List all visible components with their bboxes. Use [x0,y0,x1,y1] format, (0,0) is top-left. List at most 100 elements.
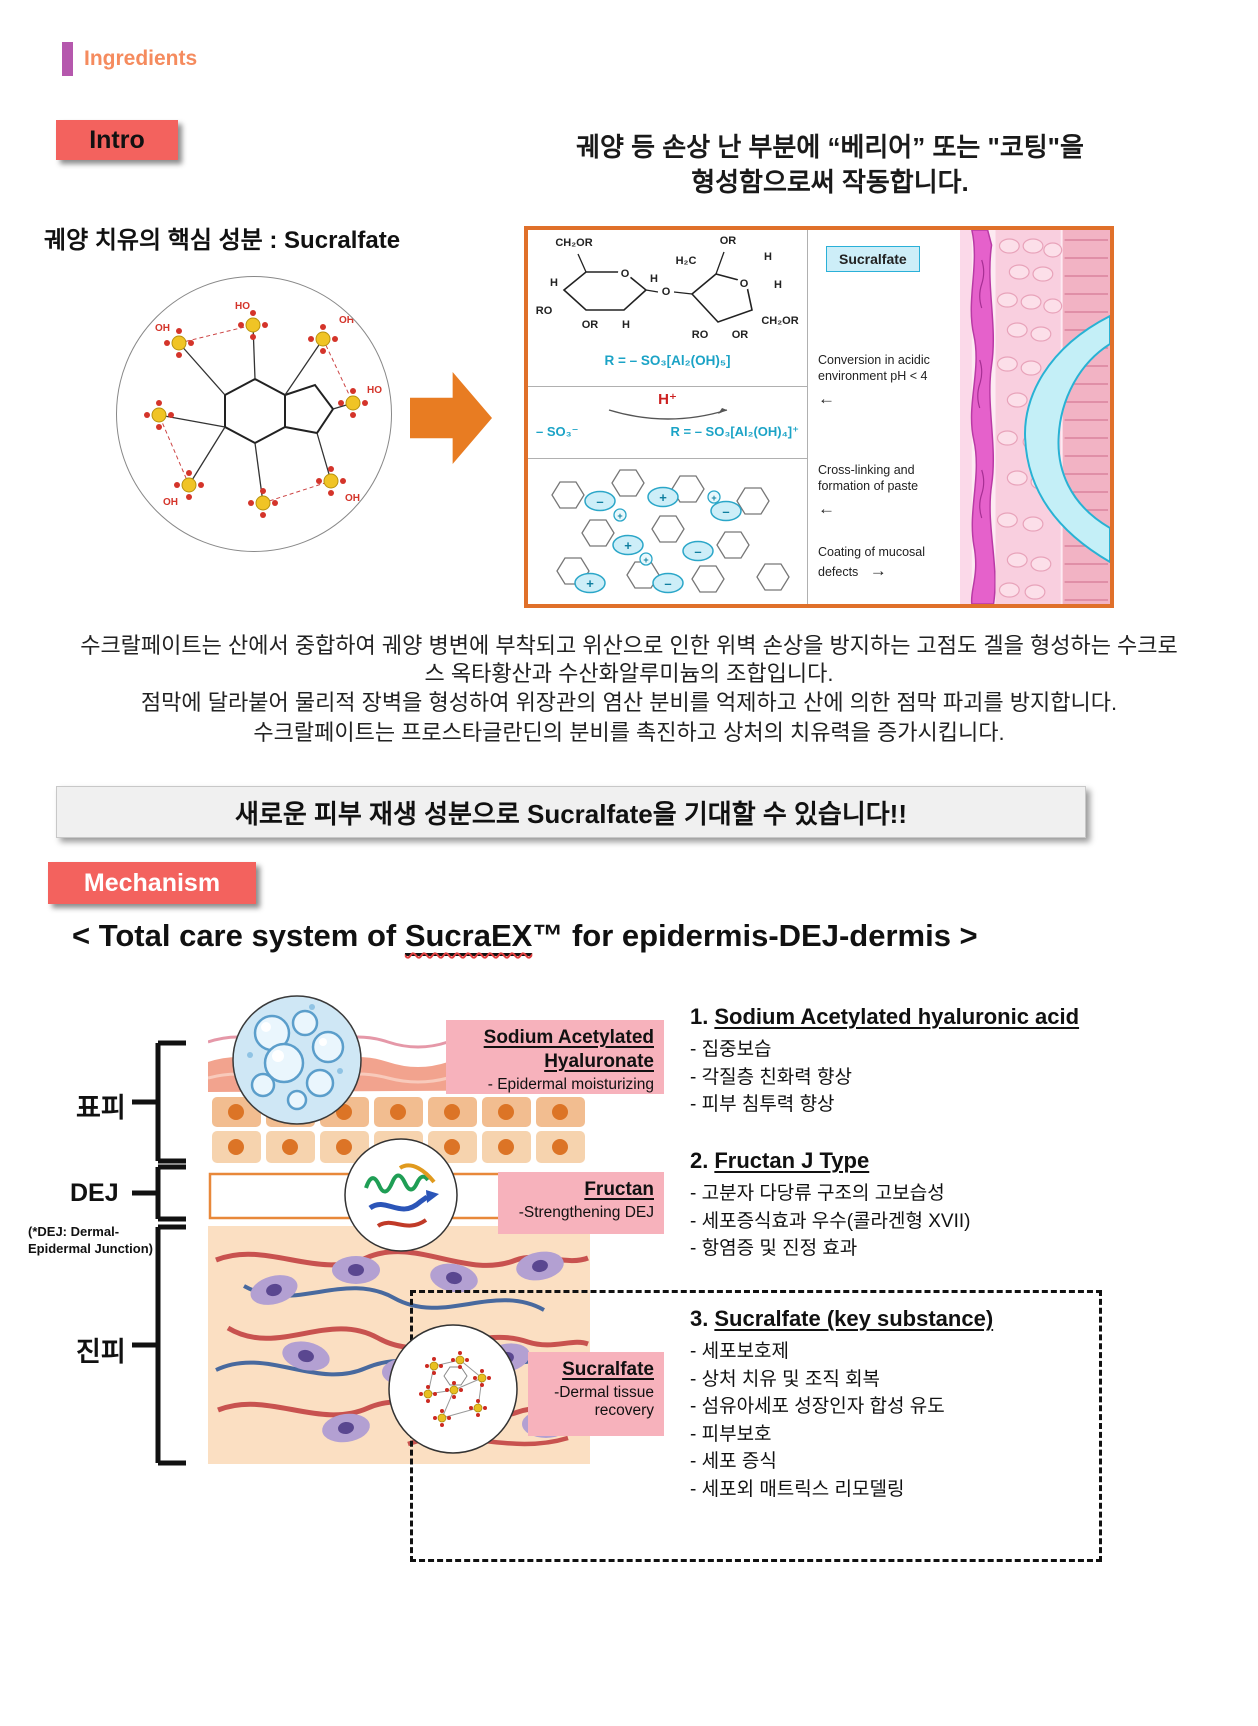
bracket-dej [132,1164,186,1222]
detail-item: - 피부보호 [690,1423,772,1445]
charge-label: + [711,493,716,503]
right-arrow-icon: → [869,561,887,581]
chem-label: CH₂OR [555,237,592,249]
intro-summary-text: 궤양 등 손상 난 부분에 “베리어” 또는 "코팅"을 형성함으로써 작동합니… [520,130,1140,200]
key-ingredient-label: 궤양 치유의 핵심 성분 : Sucralfate [44,227,401,254]
left-arrow-icon: ← [818,388,835,408]
chem-label: RO [692,329,709,341]
annotation-coating: Coating of mucosal defects → [818,545,926,581]
annotation-panel: Sucralfate Conversion in acidic environm… [808,230,960,604]
intro-badge: Intro [56,120,178,160]
oh-label: OH [163,497,178,508]
detail-item: - 세포증식효과 우수(콜라겐형 XVII) [690,1210,971,1232]
oh-label: OH [345,493,360,504]
charge-label: – [694,544,701,559]
detail-item: - 세포외 매트릭스 리모델링 [690,1478,905,1500]
chem-label: H [650,273,658,285]
flow-arrow-icon [410,372,492,464]
chem-label: H [774,279,782,291]
detail-item: - 상처 치유 및 조직 회복 [690,1368,881,1390]
chem-label: OR [732,329,749,341]
charge-label: – [664,576,671,591]
detail-item: - 세포보호제 [690,1341,790,1362]
header-title: Ingredients [84,47,198,70]
description-paragraph-1: 수크랄페이트는 산에서 중합하여 궤양 병변에 부착되고 위산으로 인한 위벽 … [80,633,1178,686]
detail-item: - 세포 증식 [690,1451,777,1473]
header-accent-bar [62,42,73,76]
layer-label-epidermis: 표피 [76,1093,126,1123]
layer-label-dermis: 진피 [76,1337,126,1367]
chem-label: RO [536,305,553,317]
layer-label-dej: DEJ [70,1179,119,1207]
highlight-banner: 새로운 피부 재생 성분으로 Sucralfate을 기대할 수 있습니다!! [56,786,1086,838]
oh-label: OH [155,323,170,334]
chem-label: OR [582,319,599,331]
mechanism-title: < Total care system of SucraEX™ for epid… [72,918,1202,956]
intro-summary-line2: 형성함으로써 작동합니다. [691,167,969,198]
sucrose-structure-panel: CH₂OR H O H RO OR H O H₂C OR O H RO OR [528,230,807,388]
intro-summary-line1: 궤양 등 손상 난 부분에 “베리어” 또는 "코팅"을 [576,132,1084,162]
detail-item: - 각질층 친화력 향상 [690,1066,853,1088]
polymer-network-illustration: – + – + – + – + + + [551,469,790,594]
detail-hyaluronate: 1.Sodium Acetylated hyaluronic acid - 집중… [690,1004,1160,1119]
annotation-crosslinking: Cross-linking and formation of paste ← [818,462,948,520]
detail-sucralfate: 3.Sucralfate (key substance) - 세포보호제 - 상… [690,1306,1160,1503]
chem-label: H₂C [676,255,697,267]
reaction-formulas: – SO₃⁻ R = – SO₃[Al₂(OH)₄]⁺ [528,424,807,440]
sucralfate-image [386,1322,520,1456]
brand-name: SucraEX [404,918,533,956]
charge-label: + [586,576,594,591]
mechanism-badge: Mechanism [48,862,256,904]
so3-minus-label: – SO₃⁻ [536,424,579,440]
charge-label: + [624,538,632,553]
detail-item: - 피부 침투력 향상 [690,1094,835,1116]
sucralfate-chip: Sucralfate [826,246,920,272]
detail-item: - 집중보습 [690,1039,772,1060]
detail-item: - 섬유아세포 성장인자 합성 유도 [690,1396,945,1418]
fructan-image [342,1136,460,1254]
molecule-structure-illustration: OH HO OH HO OH OH [144,301,382,518]
oh-label: OH [339,315,354,326]
label-fructan: Fructan -Strengthening DEJ [498,1172,664,1234]
detail-item: - 고분자 다당류 구조의 고보습성 [690,1183,945,1204]
chem-label: O [662,286,671,298]
chem-label: H [622,319,630,331]
charge-label: + [659,490,667,505]
detail-fructan: 2.Fructan J Type - 고분자 다당류 구조의 고보습성 - 세포… [690,1148,1160,1263]
chem-label: H [550,277,558,289]
sucrose-ring-illustration: CH₂OR H O H RO OR H O H₂C OR O H RO OR [536,235,799,341]
left-arrow-icon: ← [818,498,835,518]
chem-label: H [764,251,772,263]
bracket-dermis [132,1224,186,1466]
chem-label: O [740,278,749,290]
description-paragraph-2: 점막에 달라붙어 물리적 장벽을 형성하여 위장관의 염산 분비를 억제하고 산… [140,690,1118,715]
chem-label: O [621,268,630,280]
hyaluronate-image [230,993,364,1127]
description-paragraph-3: 수크랄페이트는 프로스타글란딘의 분비를 촉진하고 상처의 치유력을 증가시킵니… [253,719,1005,745]
acid-reaction-panel: H⁺ – SO₃⁻ R = – SO₃[Al₂(OH)₄]⁺ [528,387,807,459]
dej-footnote: (*DEJ: Dermal- Epidermal Junction) [28,1224,153,1256]
label-hyaluronate: Sodium Acetylated Hyaluronate - Epiderma… [446,1020,664,1094]
charge-label: – [722,504,729,519]
annotation-conversion: Conversion in acidic environment pH < 4 … [818,352,948,410]
sucralfate-mechanism-diagram: CH₂OR H O H RO OR H O H₂C OR O H RO OR [524,226,1114,608]
sulfate-formula-label: R = – SO₃[Al₂(OH)₅] [604,353,731,368]
converted-formula-label: R = – SO₃[Al₂(OH)₄]⁺ [670,424,800,440]
oh-label: HO [367,385,382,396]
crosslink-network-panel: – + – + – + – + + + [528,459,807,604]
sucralfate-molecule-image: OH HO OH HO OH OH [116,276,392,552]
chem-label: OR [720,235,737,247]
sulfate-groups [144,310,368,518]
charge-label: + [643,555,648,565]
section-header: Ingredients [62,42,197,76]
detail-item: - 항염증 및 진정 효과 [690,1238,858,1260]
reaction-arrow-icon [608,408,727,421]
bracket-epidermis [132,1040,186,1164]
mucosa-panel [960,230,1110,604]
description-text: 수크랄페이트는 산에서 중합하여 궤양 병변에 부착되고 위산으로 인한 위벽 … [79,632,1179,748]
label-sucralfate: Sucralfate -Dermal tissue recovery [528,1352,664,1436]
chem-label: CH₂OR [761,315,798,327]
mucosa-illustration [960,230,1110,604]
charge-label: – [596,494,603,509]
chemistry-panel: CH₂OR H O H RO OR H O H₂C OR O H RO OR [528,230,808,604]
